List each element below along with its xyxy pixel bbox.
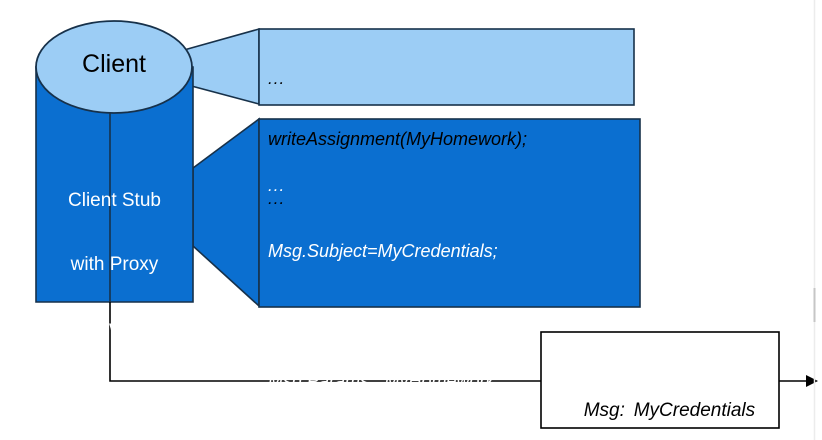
client-stub-label-line: Client Stub: [68, 190, 161, 211]
code-line: ...: [268, 69, 286, 88]
message-row: Msg: MyCredentials: [552, 382, 772, 420]
code-line: Msg.Subject=MyCredentials;: [268, 241, 498, 261]
application-code-box: [258, 28, 635, 106]
message-value: MyCredentials: [633, 400, 756, 421]
stub-code-text: ... Msg.Subject=MyCredentials; Msg.Metho…: [268, 141, 634, 440]
message-box-text: Msg:MyCredentials writeAssignment_Id MyH…: [552, 344, 772, 440]
client-node-label: Client: [82, 50, 146, 78]
code-line: send(Server, Msg);: [268, 437, 634, 440]
callout-tail-application: [183, 27, 260, 106]
callout-tail-stub: [192, 117, 260, 308]
message-key: Msg:: [583, 400, 625, 421]
client-stub-label-line: with Proxy: [70, 254, 159, 275]
client-stub-label-line: (here without: [59, 318, 170, 339]
message-box: [540, 331, 780, 429]
message-flow-connector: [109, 302, 541, 382]
code-line: writeAssignment(MyHomework);: [268, 129, 528, 149]
outgoing-arrow-head: [806, 375, 818, 387]
code-line: ...: [268, 189, 286, 208]
stub-code-box: [258, 118, 641, 308]
code-line: ...: [268, 176, 286, 195]
application-code-text: ... writeAssignment(MyHomework); ...: [268, 34, 624, 250]
code-line: Msg.Params= MyHomework;: [268, 371, 500, 391]
code-line: Msg.Method_Id=writeAssignment_Id;: [268, 306, 565, 326]
client-stub-label-line: PEP and PDP): [51, 382, 178, 403]
client-stub-label: Client Stub with Proxy (here without PEP…: [36, 153, 193, 440]
client-ellipse: [35, 20, 193, 114]
